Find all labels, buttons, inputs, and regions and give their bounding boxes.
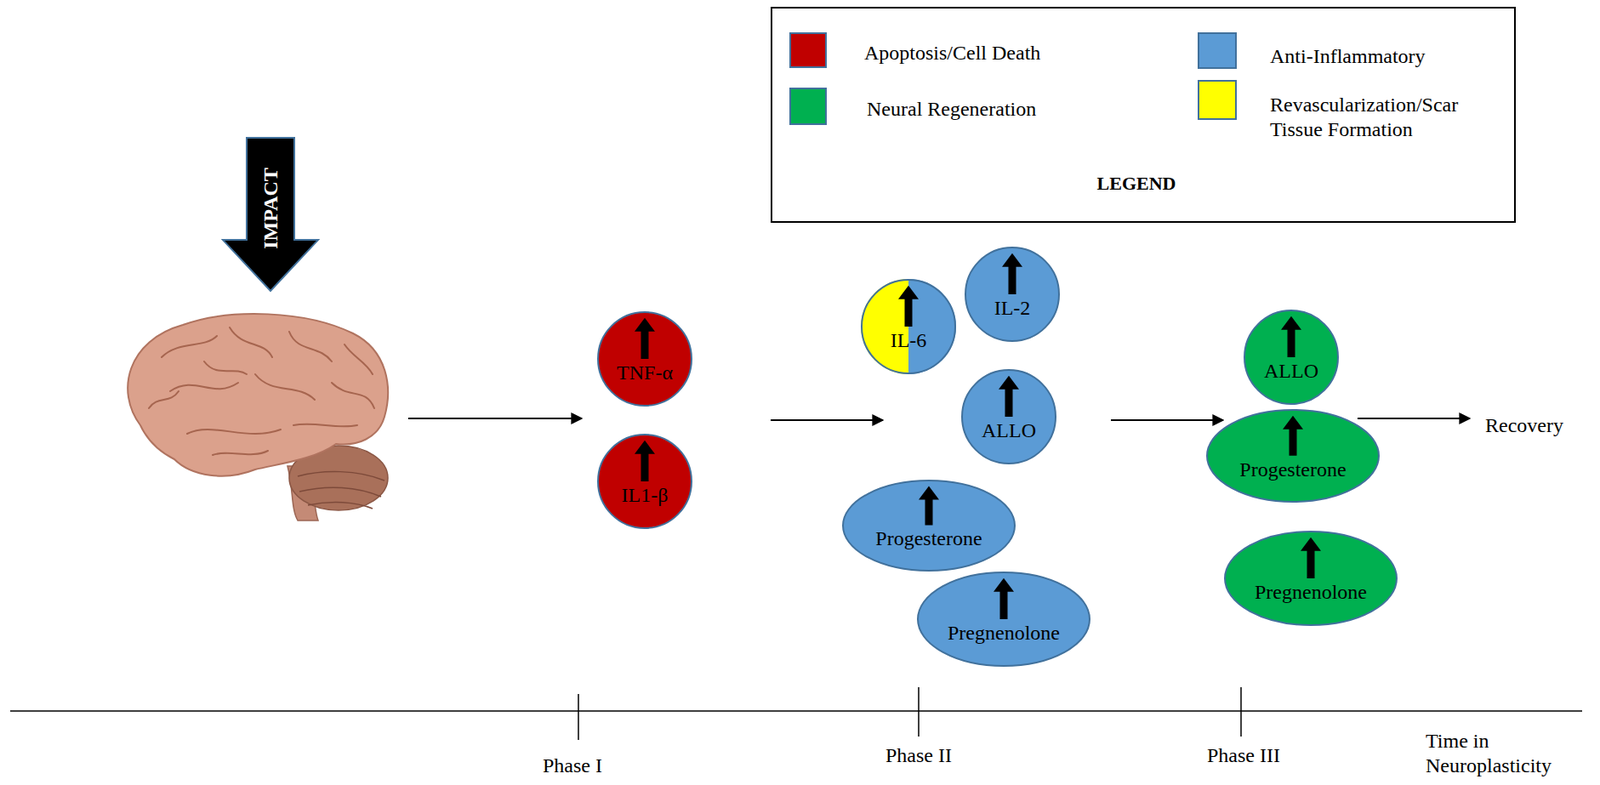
circle-fill: [842, 480, 1015, 571]
impact-arrow: IMPACT: [222, 137, 319, 291]
node-label: IL-6: [890, 329, 928, 354]
flow-arrow: [1357, 417, 1470, 420]
legend-swatch: [1197, 32, 1237, 69]
flow-arrow: [1110, 419, 1224, 422]
circle-outline: [861, 279, 956, 374]
circle-shape: [597, 311, 693, 407]
impact-label: IMPACT: [259, 167, 282, 250]
legend-swatch: [789, 32, 827, 69]
increase-arrow: [1002, 253, 1023, 295]
marker-circle: Pregnenolone: [1224, 530, 1398, 627]
legend-text: Apoptosis/Cell Death: [864, 40, 1041, 66]
circle-shape: [842, 479, 1016, 572]
marker-circle: Progesterone: [1206, 409, 1380, 503]
half-fill: [860, 279, 909, 375]
node-label: IL-2: [994, 296, 1031, 321]
circle-fill: [597, 312, 692, 406]
legend-text: Revascularization/Scar Tissue Formation: [1269, 92, 1509, 143]
circle-fill: [965, 247, 1060, 342]
impact-arrow-body: [222, 137, 319, 291]
annotation-label: Time in Neuroplasticity: [1425, 728, 1588, 779]
circle-fill: [597, 434, 692, 529]
increase-arrow: [898, 285, 919, 327]
annotation-label: Phase I: [542, 753, 603, 779]
node-label: TNF-α: [616, 361, 673, 386]
axis-tick: [1240, 687, 1242, 737]
increase-arrow: [1282, 415, 1304, 456]
node-label: ALLO: [1264, 359, 1319, 384]
brain-gyri: [148, 327, 375, 456]
circle-fill: [1207, 409, 1379, 502]
circle-fill: [962, 370, 1056, 464]
circle-shape: [1206, 409, 1380, 503]
annotation-label: Phase II: [885, 743, 952, 769]
node-label: Pregnenolone: [1254, 580, 1367, 605]
circle-shape: [1243, 309, 1339, 405]
circle-fill: [917, 572, 1090, 667]
legend-text: Anti-Inflammatory: [1269, 44, 1426, 69]
circle-shape: [1224, 530, 1398, 627]
increase-arrow: [918, 486, 940, 526]
cerebrum: [127, 313, 388, 477]
axis-line: [10, 710, 1583, 712]
legend-text: Neural Regeneration: [866, 96, 1037, 122]
marker-circle: IL1-β: [597, 433, 693, 530]
half-fill: [908, 279, 957, 375]
node-label: Pregnenolone: [947, 621, 1060, 646]
circle-fill: [1224, 531, 1397, 626]
annotation-label: Recovery: [1485, 413, 1564, 439]
timeline-axis: [10, 687, 1583, 741]
legend-swatch: [789, 87, 827, 126]
circle-shape: [860, 279, 957, 375]
circle-fill: [1244, 310, 1339, 405]
node-label: ALLO: [981, 419, 1037, 444]
increase-arrow: [1300, 537, 1321, 579]
marker-circle: Pregnenolone: [916, 571, 1091, 667]
annotation-label: LEGEND: [1097, 172, 1177, 195]
legend-swatch: [1197, 79, 1237, 120]
marker-circle: ALLO: [1243, 309, 1339, 405]
node-label: IL1-β: [621, 483, 669, 508]
circle-shape: [964, 246, 1060, 342]
increase-arrow: [1281, 316, 1302, 358]
cerebellum-folds: [297, 472, 385, 509]
marker-circle: TNF-α: [597, 311, 693, 407]
increase-arrow: [998, 375, 1020, 417]
axis-tick: [917, 687, 920, 737]
node-label: Progesterone: [875, 527, 982, 552]
marker-circle: Progesterone: [842, 479, 1016, 572]
circle-shape: [961, 369, 1057, 465]
annotation-label: Phase III: [1207, 743, 1281, 769]
marker-circle: ALLO: [961, 369, 1057, 465]
circle-shape: [916, 571, 1091, 667]
flow-arrow: [770, 419, 883, 422]
axis-tick: [577, 694, 580, 741]
increase-arrow: [634, 440, 655, 482]
circle-shape: [597, 433, 693, 530]
brain-illustration: [127, 313, 388, 521]
marker-circle: IL-2: [964, 246, 1060, 342]
increase-arrow: [634, 318, 655, 359]
increase-arrow: [993, 578, 1014, 620]
marker-circle: IL-6: [860, 279, 957, 375]
flow-arrow: [408, 417, 582, 420]
node-label: Progesterone: [1239, 458, 1346, 483]
